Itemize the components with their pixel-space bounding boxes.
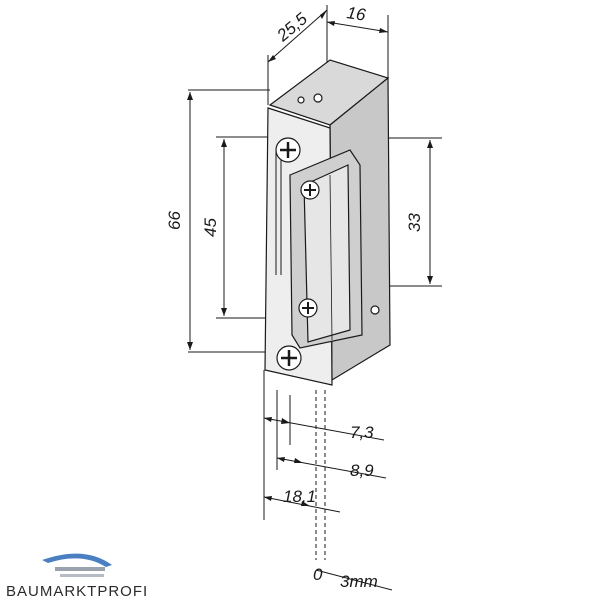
latch-screw-top — [300, 180, 320, 200]
latch-plate-highlight — [303, 164, 351, 343]
dim-height-inner: 45 — [201, 218, 220, 237]
brand-name: BAUMARKTPROFI — [6, 583, 148, 600]
dim-offset-1: 7,3 — [350, 423, 374, 442]
brand-roof-icon — [42, 553, 112, 567]
adjust-hole-small — [297, 96, 305, 104]
dim-width-total: 25,5 — [273, 9, 312, 46]
dim-offset-2: 8,9 — [350, 461, 374, 480]
dim-depth: 16 — [345, 3, 367, 25]
dim-adjust-zero: 0 — [313, 565, 323, 584]
dimension-lines — [188, 5, 442, 591]
dim-adjust-max: 3mm — [340, 572, 378, 591]
screw-bottom — [276, 345, 302, 371]
dimension-arrows — [187, 10, 433, 506]
brand-logo: BAUMARKTPROFI — [6, 553, 148, 600]
latch-screw-bottom — [298, 298, 318, 318]
adjust-hole — [313, 93, 323, 103]
dim-offset-3: 18,1 — [283, 487, 316, 506]
mounting-hole — [370, 305, 380, 315]
dim-strike-height: 33 — [405, 213, 424, 232]
brand-bars-icon — [55, 567, 105, 571]
electric-strike — [264, 59, 391, 386]
screws — [275, 137, 320, 371]
screw-top — [275, 137, 301, 163]
dim-height-total: 66 — [165, 211, 184, 230]
